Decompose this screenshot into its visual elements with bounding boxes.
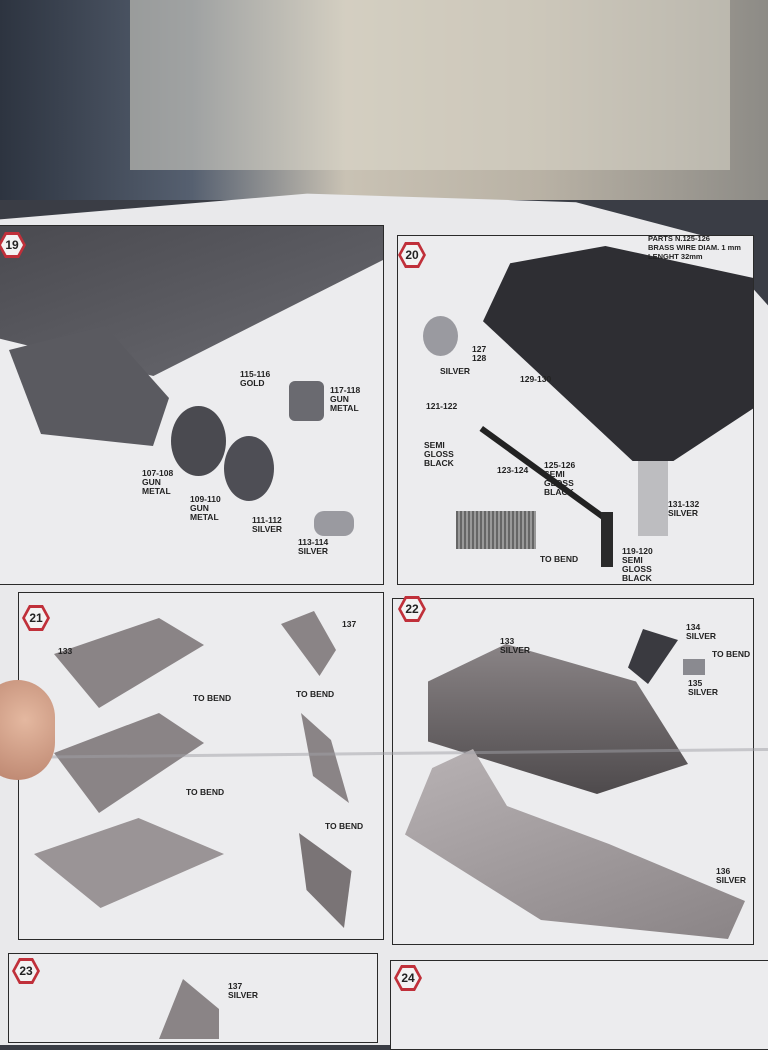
part-label: 135 SILVER	[688, 678, 719, 697]
photo-etch-grille	[456, 511, 536, 549]
step-21-panel	[18, 592, 384, 940]
part-label: SEMI GLOSS BLACK	[424, 440, 454, 468]
part-label: 117-118 GUN METAL	[330, 385, 361, 413]
part-label: SILVER	[440, 366, 471, 376]
floor-panel-3	[34, 818, 224, 908]
bracket	[638, 461, 668, 536]
part-label: 137 SILVER	[228, 981, 259, 1000]
caliper	[289, 381, 324, 421]
bracket-134	[628, 629, 678, 684]
step-23-panel	[8, 953, 378, 1043]
step-22-badge: 22	[398, 596, 426, 622]
step-24-panel	[390, 960, 768, 1050]
bracket-137-final	[299, 833, 352, 928]
step-number: 19	[1, 235, 23, 255]
step-22-panel	[392, 598, 754, 945]
part-label: TO BEND	[325, 821, 364, 831]
step-number: 22	[401, 599, 423, 619]
hub-nut	[314, 511, 354, 536]
wheel	[423, 316, 458, 356]
part-label: 111-112 SILVER	[252, 515, 283, 534]
brake-disc-2	[224, 436, 274, 501]
part-label: 109-110 GUN METAL	[190, 494, 221, 522]
part-label: 134 SILVER	[686, 622, 717, 641]
floor-panel-1	[54, 618, 204, 708]
bracket-137	[281, 611, 336, 676]
part-label: TO BEND	[296, 689, 335, 699]
step-number: 24	[397, 968, 419, 988]
step-20-panel	[397, 235, 754, 585]
step-number: 21	[25, 608, 47, 628]
car-chassis	[483, 246, 753, 461]
part-label: 133	[58, 646, 73, 656]
part-label: TO BEND	[712, 649, 751, 659]
part-label: 129-130	[520, 374, 552, 384]
part-label: 123-124	[497, 465, 529, 475]
bracket-137-bent	[301, 713, 349, 803]
part-label: 115-116 GOLD	[240, 369, 271, 388]
part-137	[159, 979, 219, 1039]
step-number: 23	[15, 961, 37, 981]
parts-note: PARTS N.125-126 BRASS WIRE DIAM. 1 mm LE…	[648, 234, 741, 261]
part-label: 127 128	[472, 344, 487, 363]
part-label: TO BEND	[186, 787, 225, 797]
step-number: 20	[401, 245, 423, 265]
background-magazine	[130, 0, 730, 170]
part-label: 119-120 SEMI GLOSS BLACK	[622, 546, 653, 583]
part-135	[683, 659, 705, 675]
part-label: TO BEND	[540, 554, 579, 564]
black-clip	[601, 512, 613, 567]
part-label: 133 SILVER	[500, 636, 531, 655]
part-label: 125-126 SEMI GLOSS BLACK	[544, 460, 576, 497]
part-label: 131-132 SILVER	[668, 499, 700, 518]
brake-disc	[171, 406, 226, 476]
part-label: 107-108 GUN METAL	[142, 468, 174, 496]
part-label: TO BEND	[193, 693, 232, 703]
step-24-badge: 24	[394, 965, 422, 991]
part-label: 136 SILVER	[716, 866, 747, 885]
part-label: 121-122	[426, 401, 458, 411]
part-label: 137	[342, 619, 357, 629]
part-label: 113-114 SILVER	[298, 537, 329, 556]
thumb	[0, 680, 55, 780]
step-19-panel	[0, 225, 384, 585]
floor-panel-2	[54, 713, 204, 813]
